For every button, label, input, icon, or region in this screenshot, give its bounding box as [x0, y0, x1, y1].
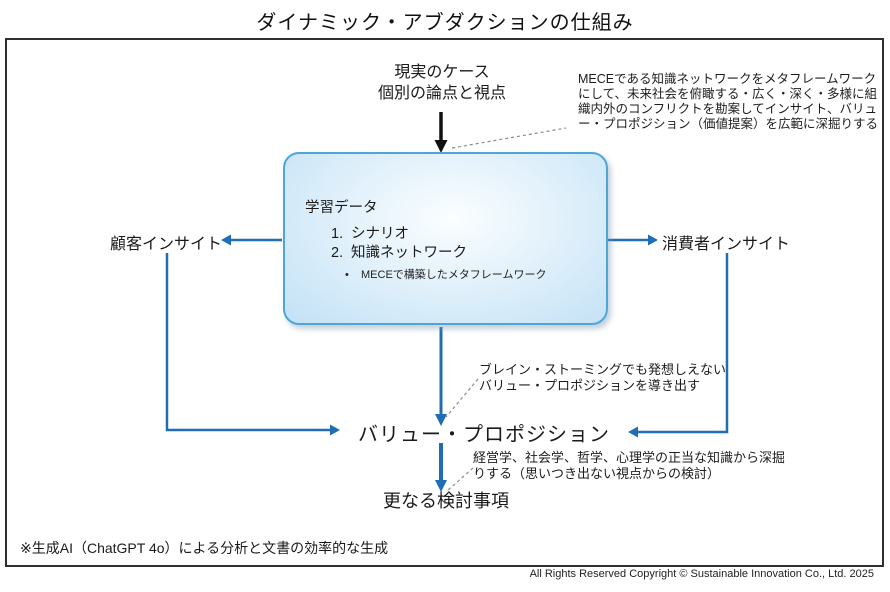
list-item-scenario: 1. シナリオ: [331, 222, 409, 243]
list-item-knowledge-network: 2. 知識ネットワーク: [331, 241, 467, 262]
copyright-text: All Rights Reserved Copyright © Sustaina…: [529, 568, 874, 580]
learning-data-title: 学習データ: [305, 200, 378, 216]
list-number: 1.: [331, 226, 344, 242]
list-number: 2.: [331, 245, 344, 261]
meta-framework-note: MECEである知識ネットワークをメタフレームワークにして、未来社会を俯瞰する・広…: [578, 72, 879, 131]
value-proposition-label: バリュー・プロポジション: [358, 424, 610, 446]
real-case-line1: 現実のケース: [394, 64, 490, 81]
brainstorming-note: ブレイン・ストーミングでも発想しえないバリュー・プロポジションを導き出す: [479, 362, 727, 393]
genai-footnote: ※生成AI（ChatGPT 4o）による分析と文書の効率的な生成: [20, 540, 389, 556]
list-label: 知識ネットワーク: [351, 245, 467, 261]
learning-data-box: 学習データ 1. シナリオ 2. 知識ネットワーク • MECEで構築したメタフレーム…: [283, 152, 608, 325]
real-case-label: 現実のケース 個別の論点と視点: [332, 62, 552, 104]
bullet-label: MECEで構築したメタフレームワーク: [361, 269, 547, 281]
mece-bullet-item: • MECEで構築したメタフレームワーク: [345, 266, 546, 282]
page-title: ダイナミック・アブダクションの仕組み: [256, 12, 634, 34]
further-consideration-label: 更なる検討事項: [383, 491, 509, 511]
bullet-marker: •: [345, 269, 349, 281]
customer-insight-label: 顧客インサイト: [109, 236, 222, 253]
academic-note: 経営学、社会学、哲学、心理学の正当な知識から深掘りする（思いつき出ない視点からの…: [473, 450, 786, 481]
consumer-insight-label: 消費者インサイト: [662, 236, 791, 253]
real-case-line2: 個別の論点と視点: [377, 85, 506, 102]
list-label: シナリオ: [351, 226, 409, 242]
